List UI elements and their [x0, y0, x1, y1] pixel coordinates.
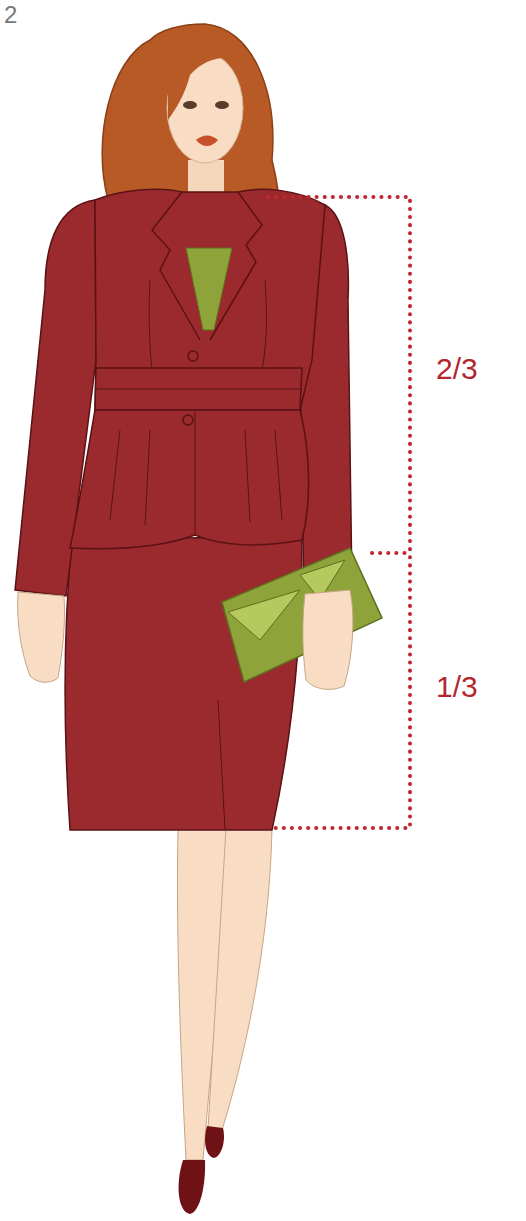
bangs: [168, 42, 240, 120]
leg: [208, 828, 272, 1130]
lapel: [210, 192, 262, 340]
skirt-seam: [218, 700, 225, 830]
waist-band: [95, 368, 302, 410]
shoe: [205, 1126, 224, 1158]
hand: [303, 590, 353, 689]
eye: [215, 101, 229, 109]
eye: [183, 101, 197, 109]
page-number: 2: [4, 2, 17, 28]
dart: [149, 280, 266, 370]
button: [188, 351, 198, 361]
lips: [196, 136, 218, 147]
pleat: [110, 410, 282, 535]
skirt: [65, 536, 302, 830]
band-line: [96, 389, 302, 390]
peplum: [70, 410, 309, 549]
bracket-tick: [372, 551, 410, 555]
button: [183, 415, 193, 425]
proportion-label: 2/3: [436, 352, 478, 385]
proportion-label: 1/3: [436, 670, 478, 703]
green-top: [186, 248, 232, 330]
shoe: [179, 1160, 206, 1214]
clutch: [222, 548, 382, 682]
jacket: [95, 189, 325, 410]
hand: [18, 592, 65, 682]
lapel: [152, 192, 200, 340]
proportion-bracket: [268, 197, 410, 828]
